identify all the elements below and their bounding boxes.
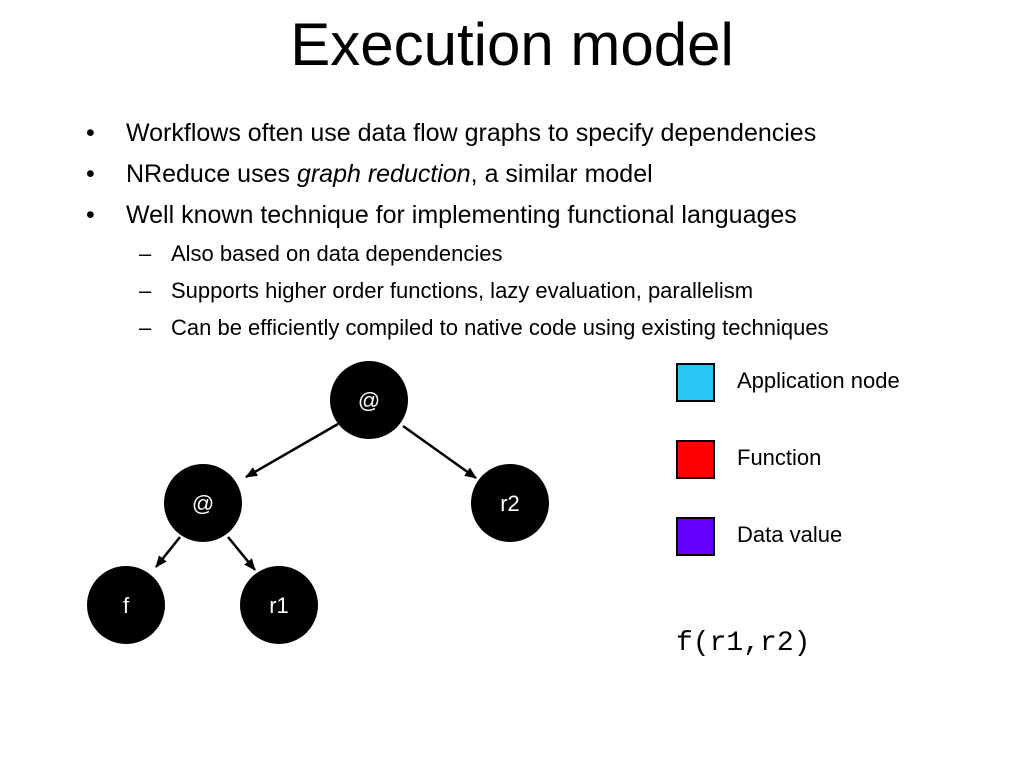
node-r1-label: r1 xyxy=(269,593,289,618)
node-r2-label: r2 xyxy=(500,491,520,516)
edge-inner-to-r1 xyxy=(227,536,256,571)
expression-code: f(r1,r2) xyxy=(676,628,811,659)
sub-bullet-text: Also based on data dependencies xyxy=(171,241,503,266)
node-inner: @ xyxy=(164,464,242,542)
bullet-3: • Well known technique for implementing … xyxy=(86,200,797,230)
node-r2: r2 xyxy=(471,464,549,542)
sub-bullet-mark: – xyxy=(139,278,152,303)
bullet-mark: • xyxy=(86,160,95,188)
node-root-label: @ xyxy=(358,388,380,413)
slide-title: Execution model xyxy=(290,11,734,78)
bullet-mark: • xyxy=(86,119,95,147)
edge-inner-to-f xyxy=(155,536,181,568)
bullet-text: Well known technique for implementing fu… xyxy=(126,201,797,229)
node-f-label: f xyxy=(123,593,130,618)
legend-swatch-data-value xyxy=(676,517,715,556)
sub-bullet-mark: – xyxy=(139,315,152,340)
legend-swatch-function xyxy=(676,440,715,479)
bullet-2: • NReduce uses graph reduction, a simila… xyxy=(86,159,653,189)
sub-bullet-mark: – xyxy=(139,241,152,266)
sub-bullet-3: – Can be efficiently compiled to native … xyxy=(139,315,829,341)
sub-bullet-text: Supports higher order functions, lazy ev… xyxy=(171,278,754,303)
sub-bullet-2: – Supports higher order functions, lazy … xyxy=(139,278,754,304)
bullet-mark: • xyxy=(86,201,95,229)
legend-swatch-application xyxy=(676,363,715,402)
sub-bullet-text: Can be efficiently compiled to native co… xyxy=(171,315,829,340)
bullet-text-before: NReduce uses xyxy=(126,160,297,188)
node-inner-label: @ xyxy=(192,491,214,516)
node-root: @ xyxy=(330,361,408,439)
legend-label-application: Application node xyxy=(737,368,900,393)
sub-bullet-1: – Also based on data dependencies xyxy=(139,241,503,267)
bullet-1: • Workflows often use data flow graphs t… xyxy=(86,118,817,148)
node-r1: r1 xyxy=(240,566,318,644)
edge-root-to-r2 xyxy=(402,424,477,480)
node-f: f xyxy=(87,566,165,644)
legend-label-function: Function xyxy=(737,445,822,470)
legend-label-data-value: Data value xyxy=(737,522,843,547)
bullet-text: Workflows often use data flow graphs to … xyxy=(126,119,817,147)
edge-root-to-inner xyxy=(245,422,339,479)
bullet-text-after: , a similar model xyxy=(470,160,653,188)
bullet-text-emphasis: graph reduction xyxy=(296,160,471,188)
